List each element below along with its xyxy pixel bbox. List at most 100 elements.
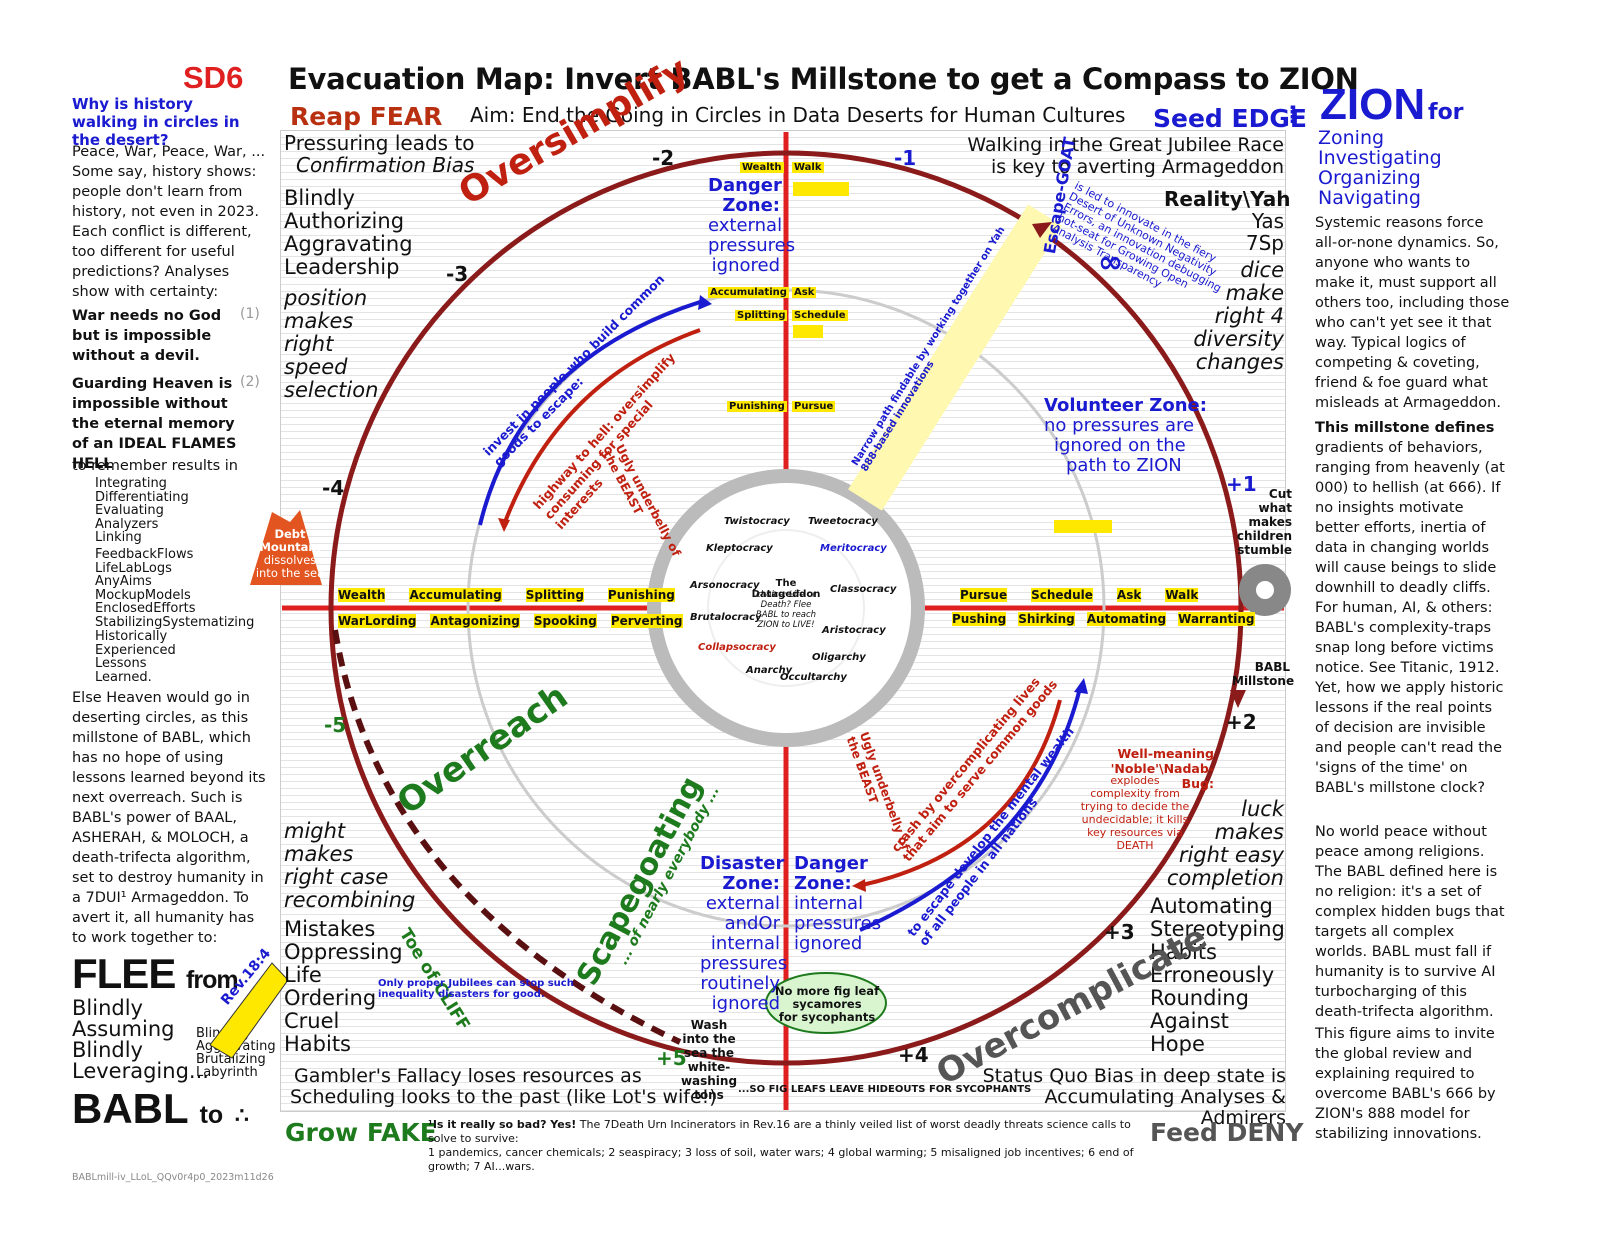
note-line: sycamores: [792, 997, 862, 1011]
outer-ring: [328, 150, 1244, 1066]
aim-text: This figure aims to invite the global re…: [1315, 1026, 1496, 1142]
note-line: stumble: [1237, 543, 1292, 557]
bl-motto: might makes right case recombining: [284, 820, 415, 912]
tl-head: Pressuring leads to Confirmation Bias: [284, 132, 475, 176]
acro-word: Authorizing: [284, 209, 405, 233]
axis-label: Walk: [792, 162, 824, 173]
axis-label: Punishing: [607, 588, 675, 602]
acro-word: Blindly: [72, 1038, 143, 1062]
axis-label: Wealth: [740, 162, 784, 173]
babl-to: to: [199, 1101, 224, 1129]
well-meaning: Well-meaning 'Noble'\Nadab-Bug:: [1110, 746, 1214, 791]
axis-label: Ask: [1116, 588, 1142, 602]
acro-word: Automating: [1150, 894, 1273, 918]
cracy-label: Brutalocracy: [690, 612, 762, 623]
right-axis-row: Pursue Schedule Ask Walk: [960, 588, 1230, 602]
babl-heading: BABL to ∴: [72, 1085, 249, 1133]
axis-label: Schedule: [792, 310, 848, 321]
babl-word: BABL: [72, 1085, 188, 1132]
tl-motto: position makes right speed selection: [284, 287, 378, 402]
zion-item: Zoning: [1318, 127, 1385, 149]
flee-from: from: [186, 966, 239, 994]
fig-leaf-bubble: [765, 972, 887, 1034]
list-item: Differentiating: [95, 489, 189, 505]
list-item: FeedbackFlows: [95, 547, 194, 562]
tl-acronym: Blindly Authorizing Aggravating Leadersh…: [284, 187, 413, 279]
infinity-icon: ∞: [1098, 245, 1123, 280]
claim-1: War needs no God but is impossible witho…: [72, 308, 222, 364]
note-box: [793, 325, 823, 338]
note-line: BABL: [1254, 660, 1290, 674]
list-item: Lessons: [95, 656, 147, 671]
center-title: The Datageddon: [751, 578, 821, 600]
aim: Aim: End the Going in Circles in Data De…: [470, 103, 1126, 127]
axis-label: Perverting: [610, 614, 683, 628]
right-axis-row-2: Pushing Shirking Automating Warranting: [952, 612, 1255, 626]
sd-label: SD6: [183, 60, 244, 95]
zone-line: Disaster: [700, 853, 785, 874]
note-line: Millstone: [1232, 674, 1295, 688]
acro-word: Blindly: [284, 186, 355, 210]
zone-line: Zone:: [722, 873, 780, 894]
note-line: what: [1258, 501, 1292, 515]
reap-fear: Reap FEAR: [290, 102, 443, 131]
footnote-list: 1 pandemics, cancer chemicals; 2 seaspir…: [428, 1146, 1134, 1173]
axis-label: Pursue: [960, 588, 1008, 602]
acro-word: Life: [284, 963, 322, 987]
list-item: EnclosedEfforts: [95, 601, 196, 616]
acro-word: Blindly: [72, 996, 143, 1020]
acro-word: Leadership: [284, 255, 400, 279]
reality-line: Yas: [1251, 209, 1284, 233]
motto-line: might: [284, 819, 346, 843]
acro-word: Habits: [1150, 940, 1217, 964]
seed-edge: Seed EDGE: [1153, 104, 1307, 133]
num-plus-5: +5: [656, 1046, 687, 1070]
flee-heading: FLEE from: [72, 950, 239, 998]
br-acronym: Automating Stereotyping Habits Erroneous…: [1150, 895, 1285, 1056]
cracy-label: Twistocracy: [724, 516, 790, 527]
hell-list: Historically Experienced Lessons Learned…: [95, 630, 176, 684]
center-sub: choice: Life or Death? Flee BABL to reac…: [755, 590, 817, 630]
num-minus-5: -5: [324, 713, 347, 737]
list-item: Experienced: [95, 642, 176, 658]
tr-motto: dice make right 4 diversity changes: [1184, 259, 1284, 374]
acro-word: Assuming: [72, 1017, 175, 1041]
arrow-head: [1074, 678, 1088, 694]
claim-2-tail: to remember results in: [72, 458, 238, 474]
left-axis-row: Wealth Accumulating Splitting Punishing: [338, 588, 675, 602]
axis-label: Punishing: [727, 401, 787, 412]
page-title: Evacuation Map: Invert BABL's Millstone …: [288, 62, 1359, 96]
dots-icon: ⁞: [1288, 100, 1298, 130]
zion-title: ZION: [1320, 80, 1426, 129]
arrow-head: [698, 295, 712, 310]
foot-line: Gambler's Fallacy loses resources as: [294, 1065, 642, 1087]
cracy-label: Oligarchy: [812, 652, 866, 663]
acro-word: Mistakes: [284, 917, 376, 941]
disaster-zone: Disaster Zone: external andOr internal p…: [700, 853, 788, 1014]
motto-line: selection: [284, 378, 379, 402]
millstone-text: gradients of behaviors, ranging from hea…: [1315, 440, 1505, 796]
note-line: washing: [680, 1074, 738, 1088]
motto-line: right: [284, 332, 334, 356]
wash-note: Wash into the sea the white- washing ton…: [678, 1018, 740, 1102]
cut-note: Cut what makes children stumble: [1226, 487, 1292, 557]
zone-line: path to ZION: [1066, 455, 1182, 476]
narrow-path-band: [848, 204, 1062, 511]
acro-word: Against: [1150, 1009, 1229, 1033]
axis-label: Shirking: [1018, 612, 1075, 626]
feed-deny: Feed DENY: [1150, 1118, 1304, 1147]
acro-word: Brutalizing: [196, 1052, 266, 1067]
num-minus-1: -1: [894, 146, 917, 170]
flames-list: FeedbackFlows LifeLabLogs AnyAims Mockup…: [95, 548, 254, 629]
note-box: [1054, 520, 1112, 533]
cracy-label: Anarchy: [746, 665, 793, 676]
zone-line: Zone:: [794, 873, 852, 894]
zone-line: routinely: [700, 973, 780, 994]
cracy-label: Kleptocracy: [706, 543, 773, 554]
overreach-dashed-path: [332, 629, 682, 1045]
motto-line: makes: [284, 842, 354, 866]
zion-list: Zoning Investigating Organizing Navigati…: [1318, 128, 1442, 208]
zone-line: pressures: [700, 953, 788, 974]
leaves-note: ...SO FIG LEAFS LEAVE HIDEOUTS FOR SYCOP…: [738, 1084, 1032, 1095]
motto-line: makes: [1214, 820, 1284, 844]
